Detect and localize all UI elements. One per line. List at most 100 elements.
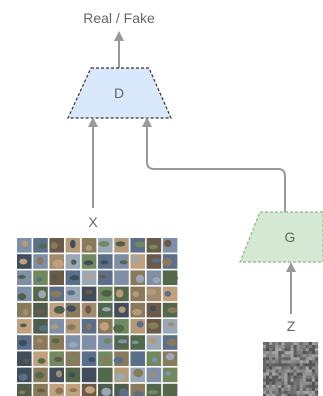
thumbnail-image xyxy=(33,286,48,302)
thumbnail-image xyxy=(98,319,113,334)
real-image-grid xyxy=(17,238,179,396)
thumbnail-image xyxy=(98,302,113,318)
thumbnail-image xyxy=(130,270,145,285)
thumbnail-image xyxy=(33,319,48,334)
thumbnail-image xyxy=(146,270,162,285)
thumbnail-image xyxy=(49,302,65,318)
thumbnail-image xyxy=(114,238,129,253)
thumbnail-image xyxy=(49,254,64,269)
thumbnail-image xyxy=(17,319,32,334)
thumbnail-image xyxy=(49,367,64,383)
thumbnail-image xyxy=(130,286,145,302)
thumbnail-image xyxy=(81,351,97,366)
thumbnail-image xyxy=(65,286,81,302)
thumbnail-image xyxy=(130,302,145,318)
thumbnail-image xyxy=(81,238,97,253)
thumbnail-image xyxy=(162,238,178,253)
thumbnail-image xyxy=(162,302,178,318)
thumbnail-image xyxy=(17,270,32,285)
real-input-label: X xyxy=(88,214,98,230)
generator-label: G xyxy=(285,229,296,245)
thumbnail-image xyxy=(65,367,81,383)
thumbnail-image xyxy=(33,367,48,383)
arrow-g-to-d xyxy=(142,117,286,212)
thumbnail-image xyxy=(81,270,97,285)
thumbnail-image xyxy=(81,383,97,396)
thumbnail-image xyxy=(49,238,64,253)
thumbnail-image xyxy=(33,335,48,350)
thumbnail-image xyxy=(49,270,64,285)
thumbnail-image xyxy=(146,254,162,269)
thumbnail-image xyxy=(33,302,48,318)
thumbnail-image xyxy=(81,286,97,302)
thumbnail-image xyxy=(130,238,146,253)
thumbnail-image xyxy=(65,383,81,396)
thumbnail-image xyxy=(33,238,48,253)
thumbnail-image xyxy=(17,335,32,350)
thumbnail-image xyxy=(130,335,145,350)
thumbnail-image xyxy=(146,335,162,350)
thumbnail-image xyxy=(114,254,129,269)
thumbnail-image xyxy=(65,254,81,269)
thumbnail-image xyxy=(130,319,145,334)
thumbnail-image xyxy=(65,270,81,285)
thumbnail-image xyxy=(33,254,48,269)
thumbnail-image xyxy=(98,351,113,366)
thumbnail-image xyxy=(98,335,113,350)
thumbnail-image xyxy=(146,302,162,318)
thumbnail-image xyxy=(81,335,97,350)
thumbnail-image xyxy=(162,383,178,396)
thumbnail-image xyxy=(114,286,129,302)
thumbnail-image xyxy=(17,254,32,269)
thumbnail-image xyxy=(33,351,48,366)
thumbnail-image xyxy=(17,367,32,383)
thumbnail-image xyxy=(65,238,81,253)
thumbnail-image xyxy=(17,302,32,318)
thumbnail-image xyxy=(146,286,162,302)
thumbnail-image xyxy=(81,319,97,334)
thumbnail-image xyxy=(146,383,162,396)
thumbnail-image xyxy=(81,367,97,383)
thumbnail-image xyxy=(33,383,48,396)
thumbnail-image xyxy=(49,335,64,350)
noise-input-label: Z xyxy=(287,318,296,334)
thumbnail-image xyxy=(113,319,129,334)
thumbnail-image xyxy=(162,335,178,350)
thumbnail-image xyxy=(130,254,145,269)
thumbnail-image xyxy=(17,383,32,396)
thumbnail-image xyxy=(114,335,129,350)
thumbnail-image xyxy=(98,286,113,302)
thumbnail-image xyxy=(146,319,162,334)
thumbnail-image xyxy=(98,270,113,285)
thumbnail-image xyxy=(162,319,178,334)
thumbnail-image xyxy=(65,319,81,334)
thumbnail-image xyxy=(49,286,64,302)
thumbnail-image xyxy=(33,270,48,285)
thumbnail-image xyxy=(113,351,129,366)
thumbnail-image xyxy=(162,351,178,366)
thumbnail-image xyxy=(65,351,81,366)
thumbnail-image xyxy=(130,367,145,383)
thumbnail-image xyxy=(81,254,97,269)
thumbnail-image xyxy=(146,367,162,383)
generator-block: G xyxy=(239,211,323,263)
thumbnail-image xyxy=(17,351,32,366)
thumbnail-image xyxy=(114,383,129,396)
thumbnail-image xyxy=(162,286,178,302)
thumbnail-image xyxy=(65,302,81,318)
discriminator-block: D xyxy=(67,67,172,119)
thumbnail-image xyxy=(81,302,97,318)
thumbnail-image xyxy=(162,367,178,383)
thumbnail-image xyxy=(146,351,162,366)
thumbnail-image xyxy=(17,286,32,302)
thumbnail-image xyxy=(98,383,113,396)
thumbnail-image xyxy=(65,335,81,350)
thumbnail-image xyxy=(98,367,113,383)
thumbnail-image xyxy=(130,383,145,396)
thumbnail-image xyxy=(130,351,145,366)
thumbnail-image xyxy=(114,302,129,318)
thumbnail-image xyxy=(162,270,179,285)
thumbnail-image xyxy=(114,270,129,285)
